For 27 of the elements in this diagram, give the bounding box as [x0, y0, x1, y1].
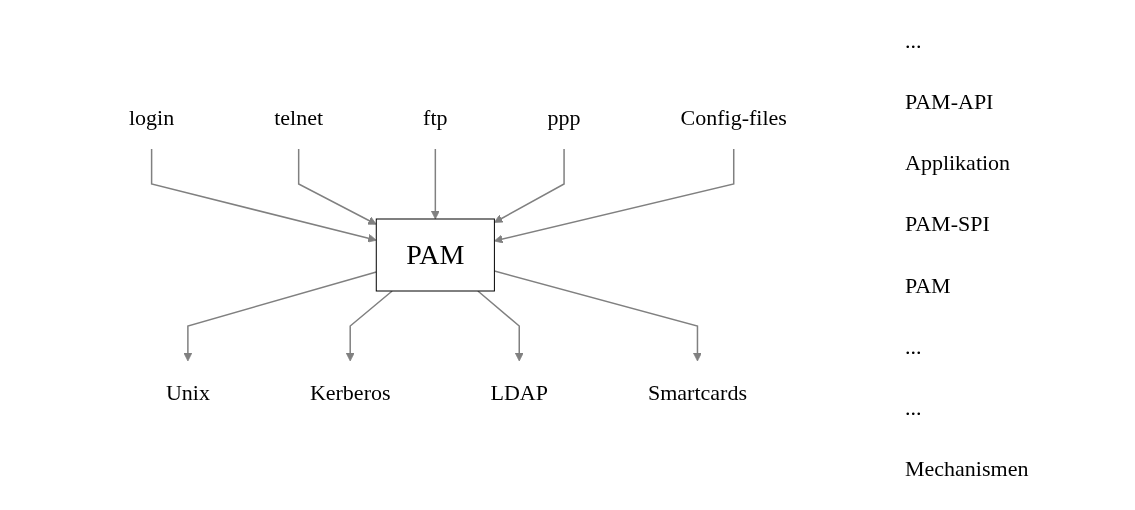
arrow	[493, 270, 702, 362]
arrow	[150, 148, 377, 243]
node-text: Config-files	[680, 105, 787, 130]
arrow	[345, 290, 393, 362]
layer-label: ...	[905, 395, 923, 422]
node-text: login	[128, 105, 174, 130]
layer-label: PAM-SPI	[905, 211, 991, 238]
node-text: LDAP	[490, 380, 548, 405]
layer-label: Mechanismen	[905, 456, 1030, 483]
arrow	[493, 148, 565, 223]
node-text: Kerberos	[309, 380, 391, 405]
node-text: Unix	[165, 380, 210, 405]
arrow	[476, 290, 524, 362]
layer-label: ...	[905, 333, 923, 360]
arrow	[183, 271, 377, 362]
layer-label: PAM-API	[905, 88, 995, 115]
node-text: telnet	[273, 105, 323, 130]
node-text: ftp	[422, 105, 448, 130]
node-text: ppp	[547, 105, 581, 130]
layer-label: PAM	[905, 272, 952, 299]
layer-label: Applikation	[905, 150, 1012, 177]
layer-label: ...	[905, 27, 923, 54]
arrow	[493, 148, 734, 244]
node-box: PAM	[375, 218, 495, 292]
arrow	[297, 148, 377, 225]
node-text: Smartcards	[647, 380, 747, 405]
arrow	[430, 148, 440, 220]
